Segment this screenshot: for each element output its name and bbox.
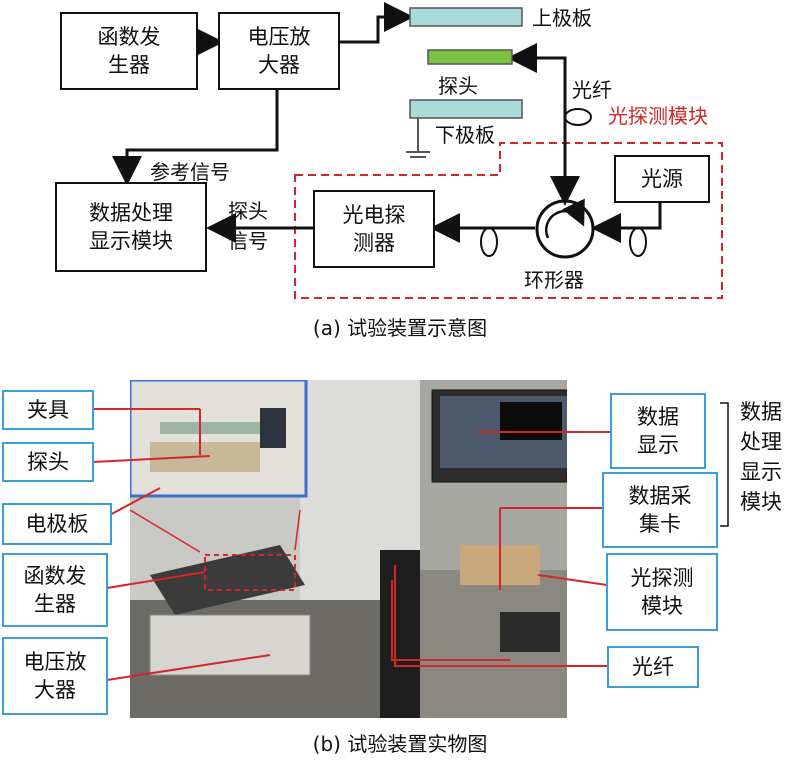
voltage-amplifier-box: 电压放 大器: [218, 12, 340, 90]
arrow-source-circ: [591, 203, 662, 243]
label-voltage-amplifier: 电压放 大器: [2, 637, 108, 715]
label-data-module: 数据 处理 显示 模块: [740, 400, 782, 514]
arrow-reference: [112, 88, 279, 186]
photodetector-box: 光电探 测器: [313, 190, 435, 268]
setup-photo-art: [130, 380, 567, 718]
light-source-box: 光源: [614, 155, 710, 203]
label-function-generator: 函数发 生器: [2, 553, 108, 627]
circulator-label: 环形器: [524, 268, 584, 292]
optical-module-label: 光探测模块: [608, 104, 708, 128]
label-electrode-plate: 电极板: [2, 503, 112, 545]
label-data-display: 数据 显示: [610, 393, 706, 469]
data-module-box: 数据处理 显示模块: [55, 182, 207, 272]
caption-b: (b) 试验装置实物图: [312, 732, 488, 756]
arrow-amp-plate: [340, 2, 414, 44]
probe-icon: [427, 49, 513, 65]
lower-plate-icon: [409, 99, 523, 119]
probe-signal-label: 探头 信号: [228, 199, 268, 253]
probe-label: 探头: [438, 74, 478, 98]
reference-signal-label: 参考信号: [150, 160, 230, 184]
optical-module-outline: [294, 142, 723, 299]
upper-plate-icon: [409, 7, 523, 27]
caption-a: (a) 试验装置示意图: [312, 316, 488, 340]
fiber-loop-right: [629, 227, 647, 257]
lower-plate-label: 下极板: [435, 123, 495, 147]
fiber-label: 光纤: [572, 78, 612, 102]
label-daq-card: 数据采 集卡: [602, 472, 718, 548]
label-optical-module: 光探测 模块: [606, 553, 718, 631]
label-fiber: 光纤: [607, 646, 699, 688]
label-probe: 探头: [2, 442, 94, 482]
label-clamp: 夹具: [2, 390, 94, 430]
fiber-loop-top: [564, 108, 592, 126]
function-generator-box: 函数发 生器: [60, 12, 198, 90]
upper-plate-label: 上极板: [532, 6, 592, 30]
setup-photo: [130, 380, 567, 718]
fiber-loop-left: [480, 227, 498, 257]
